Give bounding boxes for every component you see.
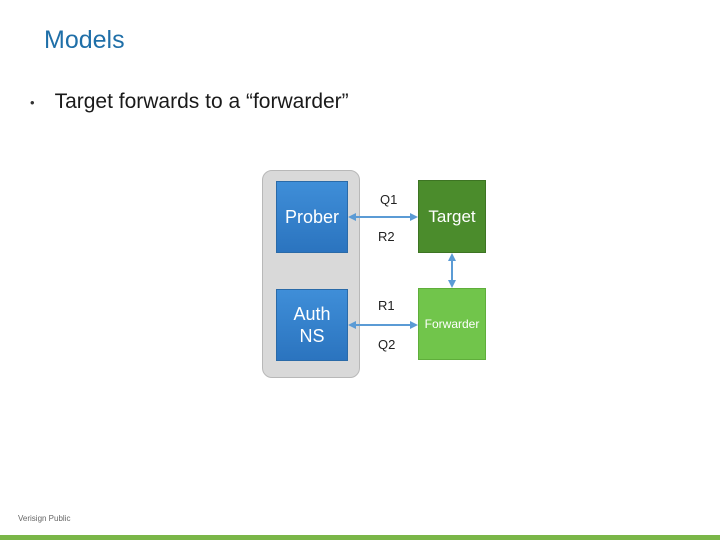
target-node: Target: [418, 180, 486, 253]
edge-label-q1: Q1: [380, 192, 398, 207]
edge-label-r2: R2: [378, 229, 395, 244]
bullet-text: Target forwards to a “forwarder”: [54, 90, 349, 113]
prober-node: Prober: [276, 181, 348, 253]
edge-label-r1: R1: [378, 298, 395, 313]
edge-label-q2: Q2: [378, 337, 396, 352]
bullet-dot-icon: •: [30, 94, 35, 110]
auth-ns-node: Auth NS: [276, 289, 348, 361]
footer-classification: Verisign Public: [18, 514, 71, 523]
footer-accent-bar: [0, 535, 720, 540]
slide-title: Models: [44, 26, 125, 54]
forwarder-node: Forwarder: [418, 288, 486, 360]
bullet-item: • Target forwards to a “forwarder”: [30, 90, 349, 114]
